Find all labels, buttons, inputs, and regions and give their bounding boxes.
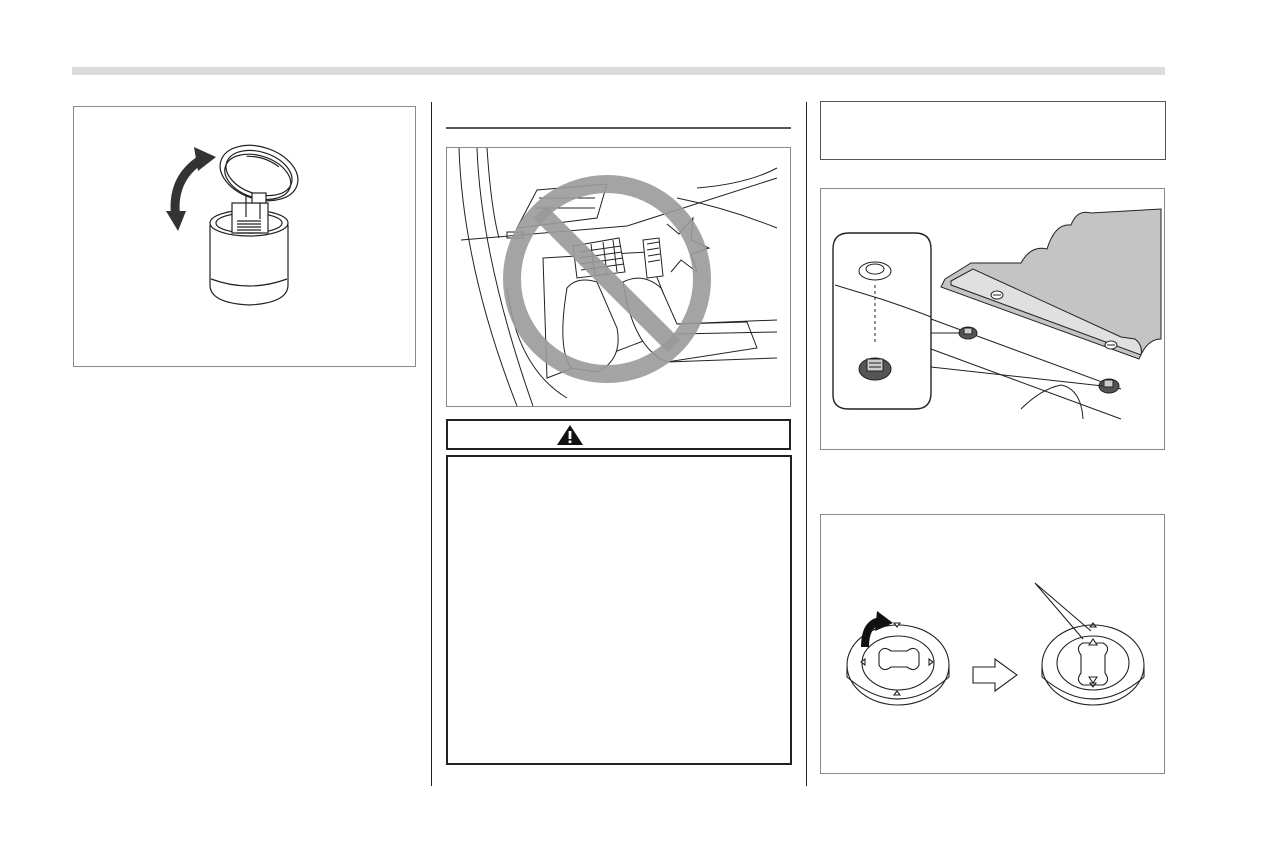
warning-header bbox=[446, 419, 791, 450]
column-divider-right bbox=[806, 102, 807, 786]
prohibition-icon bbox=[503, 175, 711, 383]
section-rule bbox=[446, 127, 791, 129]
header-bar bbox=[72, 67, 1165, 75]
hook-lock-figure bbox=[820, 514, 1165, 774]
warning-body bbox=[446, 455, 792, 765]
ashtray-lid-open-icon bbox=[166, 144, 299, 306]
floor-mat-hook-icon bbox=[832, 208, 1162, 420]
rotate-lock-icon bbox=[846, 582, 1145, 706]
note-box bbox=[820, 101, 1166, 160]
pedal-area-drawing bbox=[458, 148, 778, 406]
ashtray-figure bbox=[73, 106, 416, 367]
column-divider-left bbox=[431, 102, 432, 786]
pedal-obstruction-figure bbox=[446, 147, 791, 407]
warning-triangle-icon bbox=[557, 425, 583, 445]
floor-mat-hooks-figure bbox=[820, 188, 1165, 450]
